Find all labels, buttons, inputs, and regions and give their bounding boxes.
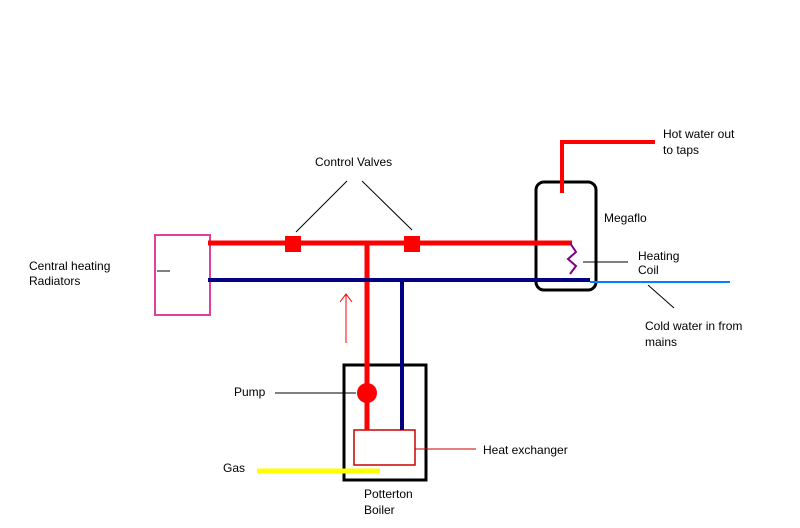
boiler-box [342,363,428,482]
radiator-box [154,234,211,316]
label-megaflo: Megaflo [604,211,647,225]
leader-cold-water [647,284,675,309]
label-heating-coil-line1: Heating [638,249,679,263]
label-control-valves: Control Valves [315,155,392,169]
leader-control-valves-right [361,180,413,231]
label-cold-water-line2: mains [645,335,677,349]
control-valve-right [404,236,420,252]
leader-control-valves-left [295,180,348,233]
label-heat-exchanger: Heat exchanger [483,443,568,457]
label-boiler-line2: Boiler [364,503,395,517]
label-central-heating-line2: Radiators [29,274,80,288]
heat-exchanger [353,429,416,466]
control-valve-left [285,236,301,252]
hot-water-out-pipe [560,140,655,193]
label-pump: Pump [234,385,266,399]
label-boiler-line1: Potterton [364,487,413,501]
label-central-heating-line1: Central heating [29,259,110,273]
heating-coil [566,242,578,275]
flow-direction-arrow [339,293,353,343]
label-gas: Gas [223,461,245,475]
pump [357,383,377,403]
label-hot-water-out-line2: to taps [663,143,699,157]
label-hot-water-out-line1: Hot water out [663,127,735,141]
label-heating-coil-line2: Coil [638,263,659,277]
megaflo-cylinder [534,180,598,292]
label-cold-water-line1: Cold water in from [645,319,742,333]
